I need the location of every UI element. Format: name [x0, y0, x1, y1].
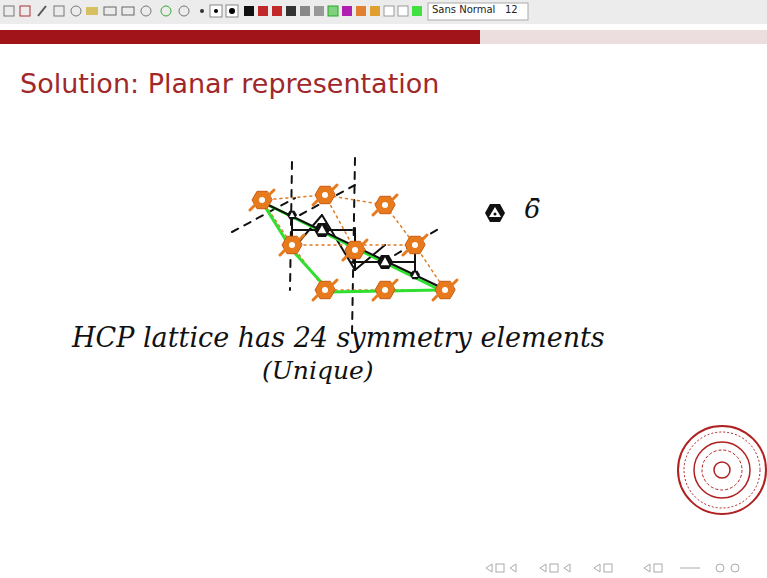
- symmetry-symbol: 6̄: [524, 194, 541, 224]
- screw-axis-symbol: [313, 280, 337, 300]
- rotoinversion-symbol: [485, 204, 505, 222]
- rotoinversion-symbol: [410, 271, 420, 280]
- screw-axis-symbol: [373, 195, 397, 215]
- font-size: 12: [505, 4, 518, 15]
- institute-logo: [678, 426, 766, 514]
- header-bar-fade: [480, 30, 767, 44]
- toolbar-icons: [4, 3, 528, 20]
- screw-axis-symbol: [250, 190, 274, 210]
- handwritten-note: HCP lattice has 24 symmetry elements: [72, 322, 605, 353]
- screw-axis-symbol: [403, 235, 427, 255]
- rotoinversion-symbol: [377, 255, 393, 269]
- font-name: Sans Normal: [432, 4, 495, 15]
- screw-axis-symbol: [373, 280, 397, 300]
- toolbar: [0, 0, 767, 24]
- handwritten-note: (Unique): [262, 356, 374, 385]
- slide-title: Solution: Planar representation: [20, 68, 439, 99]
- rotoinversion-symbol: [314, 223, 330, 237]
- screw-axis-symbol: [280, 235, 304, 255]
- nav-controls: [486, 564, 739, 572]
- screw-axis-symbol: [343, 240, 367, 260]
- hcp-lattice: [232, 158, 457, 335]
- screw-axis-symbol: [433, 280, 457, 300]
- header-bar: [0, 30, 480, 44]
- screw-axis-symbol: [313, 185, 337, 205]
- rotoinversion-symbol: [287, 211, 297, 220]
